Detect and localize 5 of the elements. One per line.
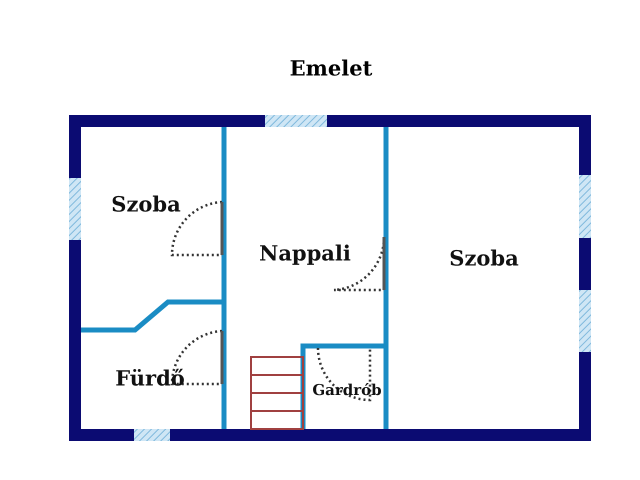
room-label: Szoba (111, 192, 181, 216)
plan-title: Emelet (290, 56, 372, 80)
room-label: Szoba (449, 246, 519, 270)
room-label: Nappali (259, 240, 351, 266)
room-label: Fürdő (115, 366, 185, 390)
